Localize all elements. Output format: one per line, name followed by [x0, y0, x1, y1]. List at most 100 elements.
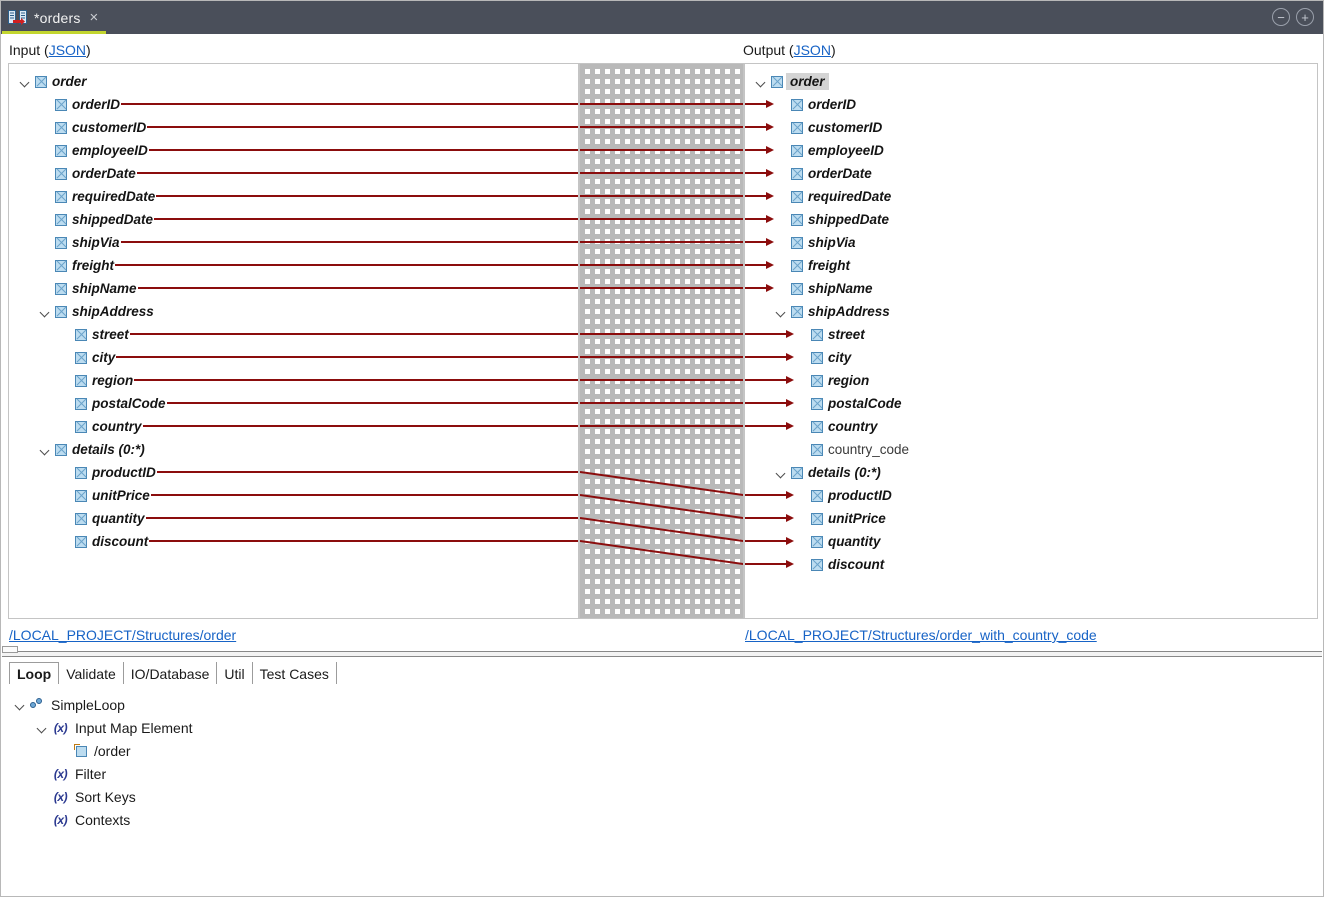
loop-tree-row[interactable]: (x)Filter [36, 762, 106, 785]
tree-row[interactable]: orderID [775, 93, 856, 116]
tree-row[interactable]: order [755, 70, 829, 93]
tree-row[interactable]: shipName [775, 277, 873, 300]
tree-row[interactable]: country_code [795, 438, 909, 461]
field-node-icon [75, 535, 87, 548]
chevron-down-icon[interactable] [36, 721, 49, 734]
chevron-down-icon[interactable] [39, 305, 52, 318]
tree-row[interactable]: city [795, 346, 851, 369]
chevron-down-icon[interactable] [755, 75, 768, 88]
tree-row[interactable]: shipAddress [775, 300, 890, 323]
chevron-down-icon[interactable] [775, 305, 788, 318]
mapping-line[interactable] [580, 241, 743, 243]
mapping-line-segment [134, 379, 578, 381]
mapping-grid-canvas[interactable] [579, 63, 744, 619]
tree-row[interactable]: details (0:*) [775, 461, 881, 484]
tab-validate[interactable]: Validate [59, 662, 124, 685]
sash-grip[interactable] [2, 646, 18, 653]
tree-row[interactable]: shippedDate [775, 208, 889, 231]
mapping-line[interactable] [580, 402, 743, 404]
close-icon[interactable]: × [89, 9, 99, 26]
loop-tree-row[interactable]: (x)Contexts [36, 808, 130, 831]
chevron-down-icon[interactable] [775, 466, 788, 479]
loop-tree-row[interactable]: (x)Input Map Element [36, 716, 193, 739]
tree-row[interactable]: street [59, 323, 129, 346]
tree-row[interactable]: postalCode [795, 392, 902, 415]
mapping-line[interactable] [580, 379, 743, 381]
tree-row[interactable]: shipName [39, 277, 137, 300]
tree-row[interactable]: unitPrice [59, 484, 150, 507]
loop-tree-row[interactable]: /order [58, 739, 131, 762]
tree-row[interactable]: discount [795, 553, 884, 576]
twisty-placeholder [795, 420, 808, 433]
input-structure-path-link[interactable]: /LOCAL_PROJECT/Structures/order [9, 627, 237, 643]
tree-row[interactable]: street [795, 323, 865, 346]
mapping-line[interactable] [580, 333, 743, 335]
twisty-placeholder [39, 190, 52, 203]
tree-row[interactable]: order [19, 70, 87, 93]
tree-row[interactable]: quantity [795, 530, 881, 553]
tree-row[interactable]: region [795, 369, 869, 392]
loop-tree-row[interactable]: SimpleLoop [14, 693, 125, 716]
tree-row[interactable]: customerID [39, 116, 146, 139]
tree-row[interactable]: customerID [775, 116, 882, 139]
tree-node-label: shipVia [72, 235, 120, 250]
tree-row[interactable]: requiredDate [39, 185, 155, 208]
mapping-line[interactable] [580, 264, 743, 266]
field-node-icon [55, 167, 67, 180]
mapping-line[interactable] [580, 356, 743, 358]
chevron-down-icon[interactable] [14, 698, 27, 711]
tab-loop[interactable]: Loop [9, 662, 60, 685]
tree-row[interactable]: orderID [39, 93, 120, 116]
twisty-placeholder [39, 121, 52, 134]
tree-node-label: city [92, 350, 116, 365]
tree-row[interactable]: employeeID [775, 139, 884, 162]
tree-row[interactable]: city [59, 346, 115, 369]
output-json-link[interactable]: JSON [793, 42, 831, 58]
output-structure-path-link[interactable]: /LOCAL_PROJECT/Structures/order_with_cou… [745, 627, 1097, 643]
twisty-placeholder [39, 236, 52, 249]
mapping-line[interactable] [580, 103, 743, 105]
loop-tree-row[interactable]: (x)Sort Keys [36, 785, 136, 808]
mapping-line[interactable] [580, 287, 743, 289]
tree-row[interactable]: freight [775, 254, 850, 277]
tree-row[interactable]: details (0:*) [39, 438, 145, 461]
tree-row[interactable]: shippedDate [39, 208, 153, 231]
maximize-button[interactable]: + [1296, 8, 1314, 26]
tree-row[interactable]: shipAddress [39, 300, 154, 323]
tree-row[interactable]: region [59, 369, 133, 392]
tab-test-cases[interactable]: Test Cases [252, 662, 337, 685]
tree-row[interactable]: shipVia [39, 231, 120, 254]
mapping-line[interactable] [580, 149, 743, 151]
chevron-down-icon[interactable] [19, 75, 32, 88]
tree-row[interactable]: unitPrice [795, 507, 886, 530]
tree-row[interactable]: freight [39, 254, 114, 277]
input-json-link[interactable]: JSON [48, 42, 87, 58]
twisty-placeholder [59, 374, 72, 387]
mapping-line[interactable] [580, 218, 743, 220]
mapping-line[interactable] [580, 172, 743, 174]
minimize-button[interactable]: − [1272, 8, 1290, 26]
tree-row[interactable]: quantity [59, 507, 145, 530]
tree-row[interactable]: orderDate [775, 162, 872, 185]
tree-row[interactable]: country [59, 415, 142, 438]
tree-row[interactable]: productID [795, 484, 892, 507]
tree-row[interactable]: discount [59, 530, 148, 553]
tab-io-database[interactable]: IO/Database [123, 662, 218, 685]
tree-row[interactable]: employeeID [39, 139, 148, 162]
chevron-down-icon[interactable] [39, 443, 52, 456]
horizontal-sash[interactable] [2, 646, 1322, 657]
tree-row[interactable]: country [795, 415, 878, 438]
tree-row[interactable]: requiredDate [775, 185, 891, 208]
tree-row[interactable]: orderDate [39, 162, 136, 185]
tree-row[interactable]: shipVia [775, 231, 856, 254]
tree-row[interactable]: productID [59, 461, 156, 484]
mapping-line[interactable] [580, 425, 743, 427]
tree-row[interactable]: postalCode [59, 392, 166, 415]
tab-util[interactable]: Util [217, 662, 253, 685]
mapping-line[interactable] [580, 195, 743, 197]
tree-node-label: shipAddress [808, 304, 890, 319]
mapping-line[interactable] [580, 126, 743, 128]
editor-tab-orders[interactable]: *orders × [2, 1, 104, 34]
